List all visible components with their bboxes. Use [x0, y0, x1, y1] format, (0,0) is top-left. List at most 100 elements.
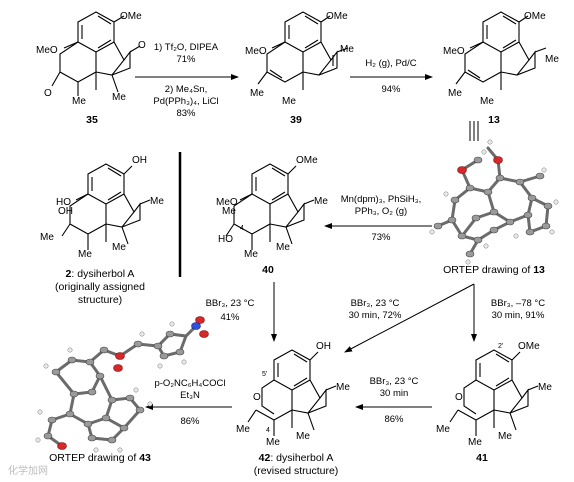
reagent-a3-line1: Mn(dpm)₃, PhSiH₃,	[340, 194, 422, 205]
atom-me-41b: Me	[468, 437, 482, 448]
atom-me-41d: Me	[538, 382, 552, 393]
atom-me-41a: Me	[436, 424, 450, 435]
structure-2	[61, 163, 151, 250]
compound-2-caption: 2: dysiherbol A	[66, 268, 135, 280]
reagent-a1-line2: 71%	[176, 54, 196, 65]
atom-ho-40: HO	[218, 234, 233, 245]
atom-locant-2prime-41: 2'	[498, 343, 503, 350]
equivalence-mark	[469, 121, 479, 141]
atom-me-42a: Me	[236, 424, 250, 435]
atom-me-40a: Me	[222, 206, 236, 217]
compound-40-label: 40	[262, 264, 274, 276]
reagent-a6-line1: BBr₃, –78 °C	[490, 298, 546, 309]
atom-me-39a: Me	[250, 88, 264, 99]
reagent-a1-line4: Pd(PPh₃)₄, LiCl	[153, 96, 219, 107]
ortep-43-caption: ORTEP drawing of 43	[49, 452, 151, 464]
reagent-a3-line3: 73%	[371, 232, 391, 243]
compound-42-name: : dysiherbol A	[270, 452, 334, 464]
compound-42-caption: 42: dysiherbol A	[259, 452, 334, 464]
reagent-a1-line1: 1) Tf₂O, DIPEA	[153, 42, 219, 53]
atom-me-2c: Me	[112, 242, 126, 253]
structure-39	[257, 11, 349, 90]
atom-me-40d: Me	[314, 196, 328, 207]
reagent-a1-line5: 83%	[176, 108, 196, 119]
atom-locant-4-40: 4	[240, 225, 244, 232]
atom-me-39b: Me	[282, 96, 296, 107]
atom-meo-39: MeO	[245, 46, 267, 57]
ortep-43-model	[35, 316, 209, 453]
structure-13	[455, 11, 547, 90]
atom-me-42d: Me	[336, 382, 350, 393]
reagent-a7-line3: 86%	[384, 414, 404, 425]
compound-2-note1: (originally assigned	[55, 281, 145, 293]
compound-13-label: 13	[488, 114, 500, 126]
atom-o-ketone-35b: O	[44, 88, 52, 99]
reagent-a6-line2: 30 min, 91%	[491, 310, 545, 321]
atom-ome-35: OMe	[120, 11, 142, 22]
reagent-a7-line1: BBr₃, 23 °C	[369, 376, 419, 387]
atom-o-42: O	[253, 392, 261, 403]
reagent-a5-line1: BBr₃, 23 °C	[350, 298, 400, 309]
atom-meo-40: MeO	[216, 197, 238, 208]
atom-me-13a: Me	[448, 88, 462, 99]
atom-ome-39: OMe	[326, 11, 348, 22]
atom-meo-13: MeO	[443, 46, 465, 57]
atom-me-42c: Me	[296, 431, 310, 442]
reagent-a5-line2: 30 min, 72%	[348, 310, 402, 321]
reagent-a1-line3: 2) Me₄Sn,	[164, 84, 208, 95]
compound-2-note2: structure)	[77, 294, 123, 306]
atom-locant-5prime-42: 5'	[262, 371, 267, 378]
reagent-a8-line1: p-O₂NC₆H₄COCl	[154, 378, 226, 389]
atom-me-13b: Me	[480, 96, 494, 107]
atom-me-2b: Me	[78, 249, 92, 260]
reagent-a2-line2: 94%	[381, 84, 401, 95]
atom-o-41: O	[455, 392, 463, 403]
watermark-text: 化学加网	[8, 466, 48, 477]
compound-42-number: 42	[258, 452, 271, 464]
atom-ome-40: OMe	[296, 155, 318, 166]
structure-35	[51, 11, 141, 96]
atom-locant-4-42: 4	[266, 427, 270, 434]
reagent-a4-line1: BBr₃, 23 °C	[205, 298, 255, 309]
atom-ho-2: HO	[56, 197, 71, 208]
atom-me-42b: Me	[266, 437, 280, 448]
ortep-13-number: 13	[533, 264, 545, 276]
structure-42	[247, 349, 337, 436]
reagent-a8-line3: 86%	[180, 416, 200, 427]
reagent-a4-line2: 41%	[220, 312, 240, 323]
atom-oh-42: OH	[316, 341, 331, 352]
reagent-a2-line1: H₂ (g), Pd/C	[365, 58, 417, 69]
ortep-43-prefix: ORTEP drawing of	[49, 452, 140, 464]
reagent-a8-line2: Et₃N	[180, 390, 200, 401]
atom-me-39c: Me	[340, 44, 354, 55]
atom-o-ketone-35a: O	[138, 40, 146, 51]
atom-meo-35: MeO	[36, 45, 58, 56]
atom-ome-13: OMe	[524, 11, 546, 22]
atom-ome-41: OMe	[518, 341, 540, 352]
arrow-13-to-42	[344, 283, 475, 353]
atom-me-2a: Me	[40, 232, 54, 243]
compound-2-name: : dysiherbol A	[71, 268, 135, 280]
ortep-13-caption: ORTEP drawing of 13	[443, 264, 545, 276]
reagent-a7-line2: 30 min	[379, 388, 409, 399]
ortep-43-number: 43	[139, 452, 151, 464]
atom-me-35a: Me	[72, 96, 86, 107]
atom-oh-2a: OH	[132, 155, 147, 166]
reagent-a3-line2: PPh₃, O₂ (g)	[354, 206, 408, 217]
compound-35-label: 35	[86, 114, 98, 126]
atom-me-2d: Me	[150, 196, 164, 207]
compound-41-label: 41	[476, 452, 488, 464]
atom-me-40c: Me	[276, 242, 290, 253]
compound-42-note1: (revised structure)	[253, 465, 339, 477]
atom-me-13c: Me	[545, 54, 559, 65]
atom-me-40b: Me	[244, 249, 258, 260]
structure-41	[449, 349, 539, 436]
ortep-13-model	[429, 139, 559, 265]
compound-39-label: 39	[290, 114, 302, 126]
compound-2-number: 2	[65, 268, 72, 280]
structure-40	[225, 163, 315, 250]
atom-me-41c: Me	[498, 431, 512, 442]
ortep-13-prefix: ORTEP drawing of	[443, 264, 534, 276]
atom-me-35b: Me	[112, 92, 126, 103]
